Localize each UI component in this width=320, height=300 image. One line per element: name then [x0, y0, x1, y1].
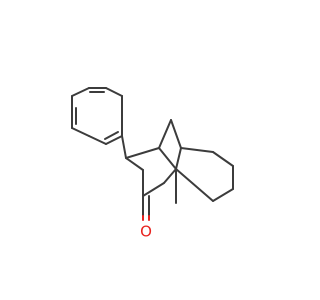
bond-c4: [142, 182, 165, 197]
bond-ph-inner-3: [104, 131, 119, 140]
bond-c9: [158, 119, 172, 149]
bond-c1: [125, 157, 144, 171]
bond-ph-1: [105, 135, 123, 145]
molecule-structure: O: [71, 87, 234, 241]
atom-o-label: O: [140, 223, 152, 241]
bond-ph-to-c: [121, 135, 127, 159]
bond-c10: [180, 147, 214, 153]
bond-ph-6: [71, 87, 90, 97]
bond-c7: [175, 147, 182, 170]
bond-c11: [212, 151, 234, 167]
bond-ph-8: [105, 87, 123, 97]
bond-c8: [170, 119, 182, 149]
bond-c5: [163, 168, 177, 184]
bond-c6: [158, 147, 177, 170]
bond-ph-3: [71, 127, 90, 137]
bond-c2: [125, 147, 160, 159]
bond-c13: [212, 188, 234, 202]
bond-ph-2: [88, 135, 107, 145]
bond-c14: [175, 168, 214, 202]
